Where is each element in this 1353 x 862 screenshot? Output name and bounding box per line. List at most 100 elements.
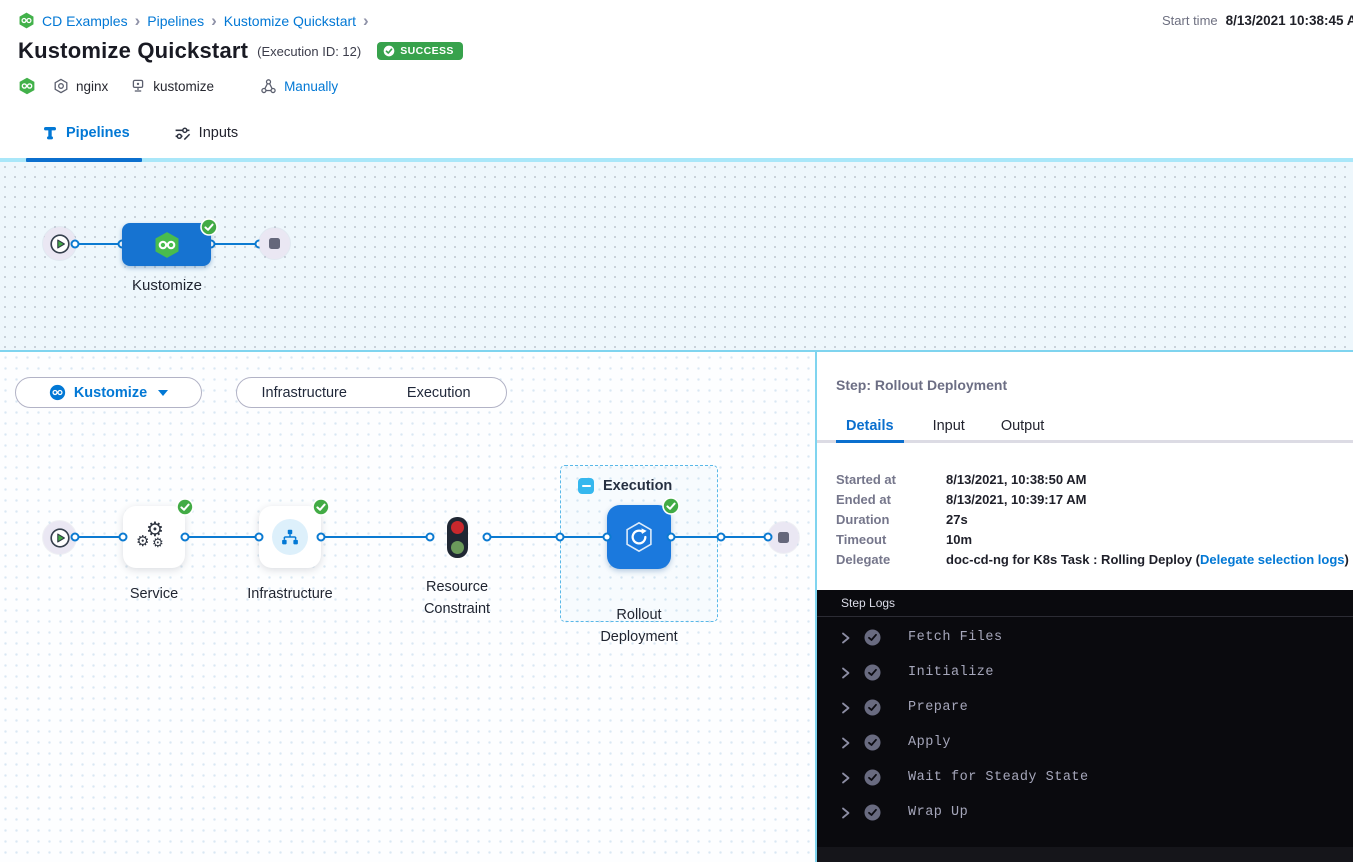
connector-dot — [555, 532, 565, 542]
stage-node-kustomize[interactable] — [122, 223, 211, 266]
delegate-selection-logs-link[interactable]: Delegate selection logs — [1200, 551, 1345, 567]
log-scroll-strip — [817, 847, 1353, 862]
detail-row-timeout: Timeout 10m — [836, 529, 1349, 549]
log-success-icon — [864, 699, 881, 716]
rollout-rolling-icon — [626, 521, 652, 553]
step-label-resource-constraint: Resource Constraint — [423, 579, 491, 617]
collapse-group-icon[interactable] — [578, 478, 594, 494]
log-section-label: Wait for Steady State — [908, 770, 1089, 785]
log-section-fetch-files[interactable]: Fetch Files — [817, 620, 1353, 655]
stage-success-badge-icon — [200, 218, 218, 236]
trigger-tag-link[interactable]: Manually — [284, 78, 339, 94]
log-section-wait-for-steady-state[interactable]: Wait for Steady State — [817, 760, 1353, 795]
delegate-value-prefix: doc-cd-ng for K8s Task : Rolling Deploy … — [946, 551, 1200, 567]
log-section-prepare[interactable]: Prepare — [817, 690, 1353, 725]
connector-line — [211, 242, 259, 245]
step-node-resource-constraint[interactable] — [447, 517, 468, 558]
trigger-icon — [261, 78, 276, 93]
tab-pipelines[interactable]: Pipelines — [42, 125, 130, 141]
connector-dot — [180, 532, 190, 542]
step-node-rollout-deployment[interactable] — [607, 505, 671, 569]
detail-label: Timeout — [836, 531, 887, 547]
step-logs-header: Step Logs — [817, 590, 1353, 617]
connector-dot — [666, 532, 676, 542]
step-panel-tabs: Details Input Output — [817, 408, 1353, 443]
tab-input[interactable]: Input — [932, 417, 965, 434]
infrastructure-circle — [272, 519, 308, 555]
start-time-value: 8/13/2021 10:38:45 AM — [1225, 13, 1353, 28]
detail-label: Started at — [836, 471, 896, 487]
start-time-label: Start time — [1162, 13, 1218, 28]
connector-dot — [118, 532, 128, 542]
pipeline-start-node[interactable] — [43, 227, 76, 260]
title-row: Kustomize Quickstart (Execution ID: 12) … — [18, 38, 463, 64]
log-section-apply[interactable]: Apply — [817, 725, 1353, 760]
connector-line — [321, 536, 430, 538]
connector-line — [185, 536, 259, 538]
log-success-icon — [864, 804, 881, 821]
start-time: Start time 8/13/2021 10:38:45 AM — [1162, 13, 1353, 28]
step-logs-list: Fetch Files Initialize Prepare — [817, 620, 1353, 830]
infrastructure-success-badge-icon — [312, 498, 330, 516]
tab-inputs-label: Inputs — [198, 125, 239, 141]
step-label-service: Service — [129, 586, 179, 602]
pipeline-stage-canvas[interactable]: Kustomize — [0, 162, 1353, 352]
stage-execution-canvas[interactable]: Kustomize Infrastructure Execution Execu… — [0, 352, 817, 862]
environment-tag: kustomize — [153, 78, 215, 94]
harness-stage-icon — [155, 231, 178, 258]
connector-line — [75, 536, 123, 538]
status-badge-label: SUCCESS — [400, 45, 454, 57]
stage-selector-dropdown[interactable]: Kustomize — [15, 377, 202, 408]
breadcrumb-cd-examples[interactable]: CD Examples — [42, 12, 128, 29]
service-tag: nginx — [76, 78, 109, 94]
detail-row-started-at: Started at 8/13/2021, 10:38:50 AM — [836, 469, 1349, 489]
log-section-initialize[interactable]: Initialize — [817, 655, 1353, 690]
rollout-success-badge-icon — [662, 497, 680, 515]
step-detail-rows: Started at 8/13/2021, 10:38:50 AM Ended … — [836, 469, 1349, 569]
connector-dot — [316, 532, 326, 542]
execution-end-node[interactable] — [768, 522, 799, 553]
log-success-icon — [864, 769, 881, 786]
breadcrumb-separator-icon: › — [134, 10, 141, 30]
pipeline-meta-row: nginx kustomize Manually — [18, 77, 338, 95]
chevron-right-icon — [842, 772, 850, 783]
service-icon — [54, 78, 68, 94]
detail-row-delegate: Delegate doc-cd-ng for K8s Task : Rollin… — [836, 549, 1349, 569]
sitemap-icon — [282, 529, 298, 545]
breadcrumb: CD Examples › Pipelines › Kustomize Quic… — [18, 12, 369, 29]
step-node-infrastructure[interactable] — [259, 506, 321, 568]
tab-details[interactable]: Details — [836, 411, 904, 443]
connector-dot — [70, 239, 80, 248]
detail-value: 10m — [946, 531, 973, 547]
step-node-service[interactable]: ⚙ ⚙ ⚙ — [123, 506, 185, 568]
detail-value: 8/13/2021, 10:39:17 AM — [946, 491, 1087, 507]
toggle-infrastructure[interactable]: Infrastructure — [261, 384, 347, 401]
service-gears-icon: ⚙ ⚙ ⚙ — [136, 520, 172, 554]
toggle-execution[interactable]: Execution — [406, 384, 471, 401]
breadcrumb-separator-icon: › — [363, 10, 369, 30]
log-section-label: Apply — [908, 735, 952, 750]
log-section-label: Initialize — [908, 665, 995, 680]
log-section-wrap-up[interactable]: Wrap Up — [817, 795, 1353, 830]
phase-toggle: Infrastructure Execution — [236, 377, 507, 408]
detail-label: Delegate — [836, 551, 891, 567]
breadcrumb-pipelines[interactable]: Pipelines — [147, 12, 205, 29]
breadcrumb-kustomize-quickstart[interactable]: Kustomize Quickstart — [223, 12, 357, 29]
stage-detail-split: Kustomize Infrastructure Execution Execu… — [0, 352, 1353, 862]
chevron-right-icon — [842, 667, 850, 678]
log-section-label: Fetch Files — [908, 630, 1003, 645]
tab-inputs[interactable]: Inputs — [174, 125, 239, 142]
stop-icon — [269, 238, 280, 249]
gear-icon: ⚙ — [146, 519, 164, 541]
chevron-right-icon — [842, 702, 850, 713]
execution-group-label: Execution — [603, 478, 673, 494]
stage-selector-label: Kustomize — [73, 384, 148, 401]
connector-dot — [602, 532, 612, 542]
detail-label: Duration — [836, 511, 890, 527]
chevron-right-icon — [842, 632, 850, 643]
step-label-infrastructure: Infrastructure — [247, 586, 333, 602]
execution-step-group: Execution — [560, 465, 718, 622]
detail-label: Ended at — [836, 491, 891, 507]
pipeline-end-node[interactable] — [259, 228, 290, 259]
tab-output[interactable]: Output — [1000, 417, 1045, 434]
